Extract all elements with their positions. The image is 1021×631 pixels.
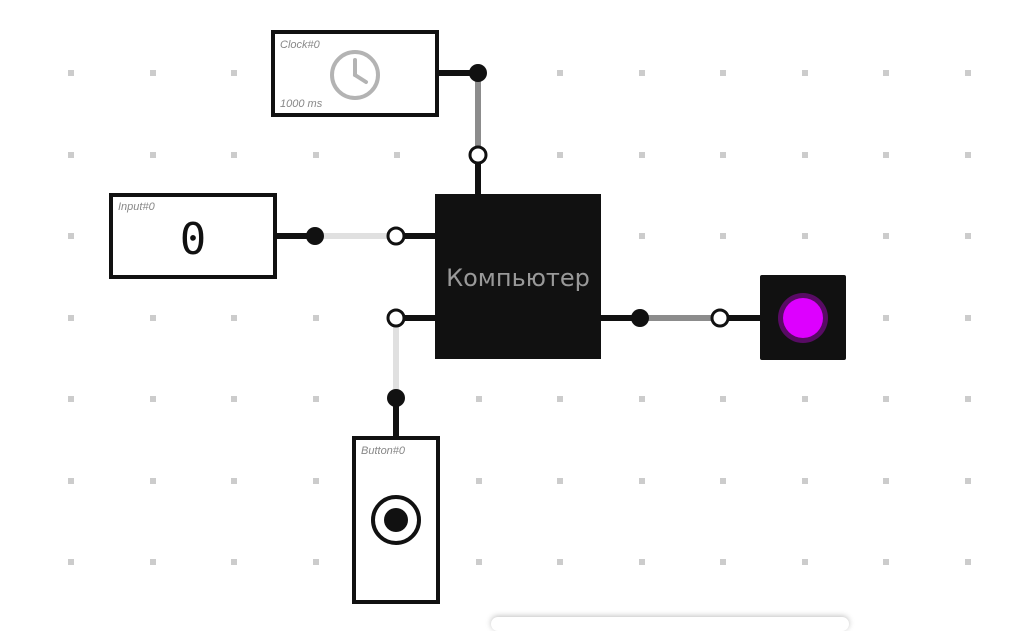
grid-dot — [68, 478, 74, 484]
grid-dot — [639, 152, 645, 158]
grid-dot — [150, 315, 156, 321]
chip-label: Компьютер — [446, 264, 590, 292]
grid-dot — [639, 233, 645, 239]
grid-dot — [883, 396, 889, 402]
grid-dot — [883, 315, 889, 321]
grid-dot — [802, 233, 808, 239]
grid-dot — [965, 70, 971, 76]
clock-period: 1000 ms — [280, 98, 323, 110]
grid-dot — [883, 233, 889, 239]
bottom-panel-edge — [491, 617, 849, 631]
button-label: Button#0 — [361, 445, 406, 457]
grid-dot — [720, 70, 726, 76]
grid-dot — [313, 315, 319, 321]
grid-dot — [720, 559, 726, 565]
push-button-icon[interactable] — [371, 495, 421, 545]
grid-dot — [231, 396, 237, 402]
grid-dot — [231, 478, 237, 484]
grid-dot — [639, 70, 645, 76]
grid-dot — [150, 559, 156, 565]
grid-dot — [557, 396, 563, 402]
grid-dot — [802, 559, 808, 565]
grid-dot — [476, 559, 482, 565]
grid-dot — [802, 396, 808, 402]
button-output-port[interactable] — [387, 389, 405, 407]
grid-dot — [965, 233, 971, 239]
grid-dot — [965, 559, 971, 565]
grid-dot — [883, 70, 889, 76]
grid-dot — [965, 152, 971, 158]
grid-dot — [965, 396, 971, 402]
grid-dot — [720, 233, 726, 239]
clock-icon — [330, 50, 380, 100]
grid-dot — [231, 315, 237, 321]
grid-dot — [883, 152, 889, 158]
grid-dot — [639, 396, 645, 402]
chip-component[interactable]: Компьютер — [386, 145, 649, 359]
led-light — [783, 298, 823, 338]
grid-dot — [965, 478, 971, 484]
input-value[interactable]: 0 — [180, 214, 207, 265]
grid-dot — [557, 559, 563, 565]
chip-body[interactable] — [435, 194, 601, 359]
grid-dot — [802, 70, 808, 76]
grid-dot — [68, 396, 74, 402]
grid-dot — [720, 396, 726, 402]
chip-input-port[interactable] — [386, 226, 406, 246]
input-body[interactable] — [109, 193, 277, 279]
led-input-port[interactable] — [710, 308, 730, 328]
clock-output-port[interactable] — [469, 64, 487, 82]
grid-dot — [394, 152, 400, 158]
grid-dot — [476, 478, 482, 484]
grid-dot — [720, 152, 726, 158]
grid-dot — [231, 70, 237, 76]
grid-dot — [313, 478, 319, 484]
grid-dot — [557, 70, 563, 76]
grid-dot — [68, 70, 74, 76]
grid-dot — [68, 233, 74, 239]
grid-dot — [68, 152, 74, 158]
grid-dot — [965, 315, 971, 321]
grid-dot — [231, 559, 237, 565]
grid-dot — [802, 152, 808, 158]
grid-dot — [68, 559, 74, 565]
grid-dot — [231, 152, 237, 158]
grid-dot — [639, 559, 645, 565]
grid-dot — [802, 478, 808, 484]
led-component[interactable] — [710, 275, 846, 360]
grid-dot — [883, 559, 889, 565]
grid-dot — [557, 152, 563, 158]
chip-clock-input-port[interactable] — [468, 145, 488, 165]
grid-dot — [476, 396, 482, 402]
chip-button-input-port[interactable] — [386, 308, 406, 328]
button-component[interactable]: Button#0 — [352, 389, 440, 604]
wires — [315, 73, 720, 398]
grid-dot — [68, 315, 74, 321]
grid-dot — [313, 559, 319, 565]
grid-dot — [557, 478, 563, 484]
clock-label: Clock#0 — [280, 39, 321, 51]
grid-dot — [639, 478, 645, 484]
chip-output-port[interactable] — [631, 309, 649, 327]
clock-component[interactable]: Clock#0 1000 ms — [271, 30, 487, 117]
input-component[interactable]: Input#0 0 — [109, 193, 324, 279]
input-output-port[interactable] — [306, 227, 324, 245]
grid-dot — [720, 478, 726, 484]
input-label: Input#0 — [118, 201, 156, 213]
grid-dot — [313, 152, 319, 158]
grid-dot — [313, 396, 319, 402]
grid-dot — [150, 152, 156, 158]
grid-dot — [883, 478, 889, 484]
grid-dot — [150, 396, 156, 402]
grid-dot — [150, 478, 156, 484]
grid-dot — [150, 70, 156, 76]
